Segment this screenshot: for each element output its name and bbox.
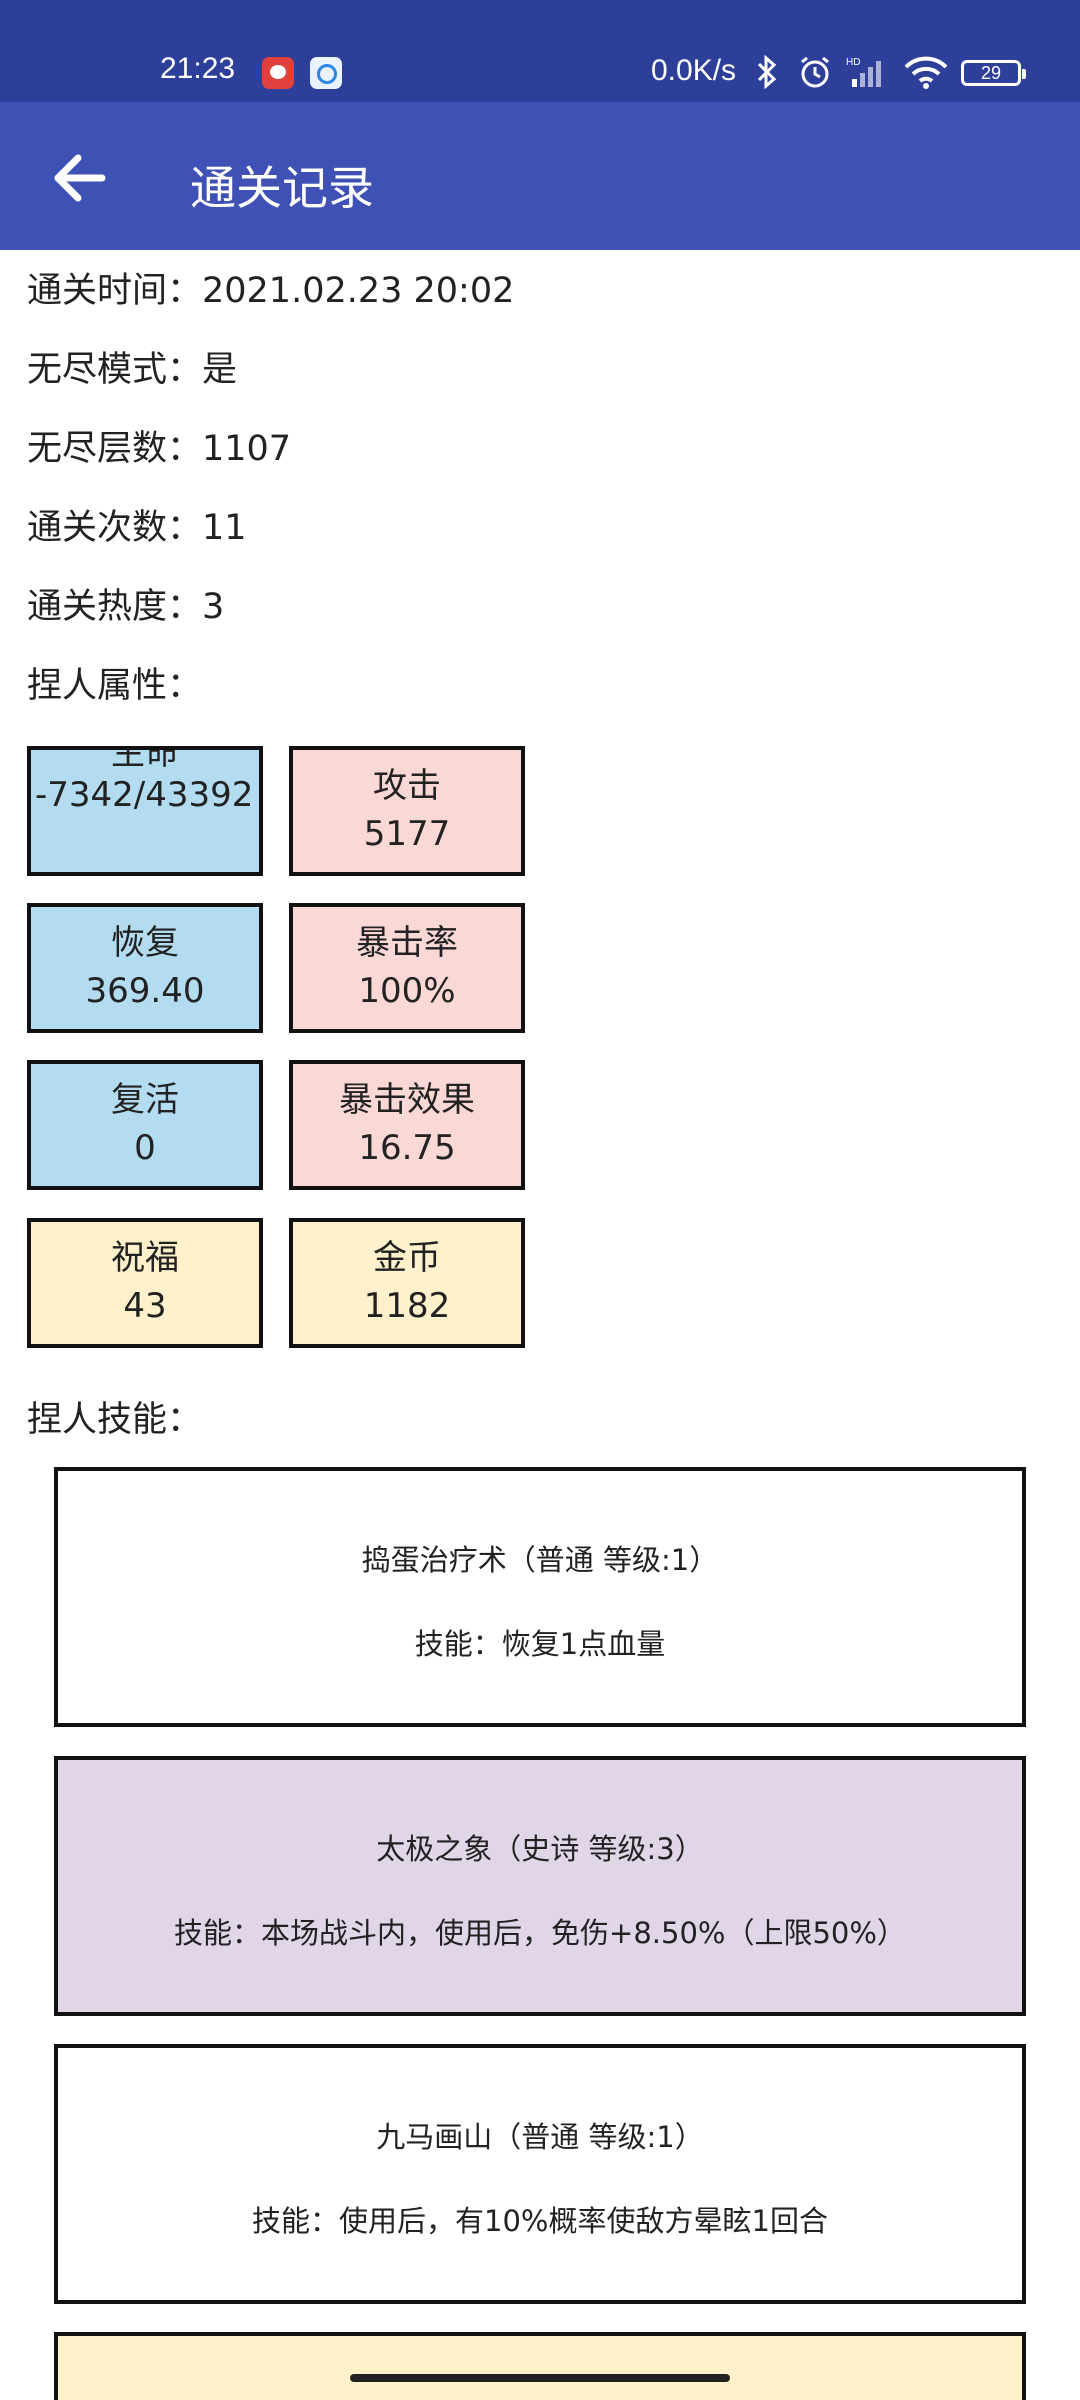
stat-life: 生命 -7342/43392 bbox=[27, 746, 263, 876]
stat-label: 金币 bbox=[373, 1238, 441, 1278]
stat-attack: 攻击 5177 bbox=[289, 746, 525, 876]
skill-description: 技能：恢复1点血量 bbox=[414, 1627, 666, 1661]
stat-value: 43 bbox=[123, 1286, 167, 1326]
skill-card-partial bbox=[54, 2332, 1026, 2400]
clear-time-text: 通关时间：2021.02.23 20:02 bbox=[27, 271, 515, 311]
stat-value: 16.75 bbox=[358, 1128, 456, 1168]
stat-label: 生命 bbox=[111, 746, 179, 773]
skill-description: 技能：本场战斗内，使用后，免伤+8.50%（上限50%） bbox=[174, 1916, 906, 1950]
stat-value: 0 bbox=[134, 1128, 156, 1168]
stat-value: 369.40 bbox=[85, 971, 205, 1011]
skill-name: 太极之象（史诗 等级:3） bbox=[376, 1832, 704, 1866]
skill-description: 技能：使用后，有10%概率使敌方晕眩1回合 bbox=[252, 2204, 828, 2238]
chat-app-icon bbox=[310, 57, 342, 89]
stat-label: 暴击效果 bbox=[339, 1080, 475, 1120]
stat-revive: 复活 0 bbox=[27, 1060, 263, 1190]
stat-gold: 金币 1182 bbox=[289, 1218, 525, 1348]
skill-name: 捣蛋治疗术（普通 等级:1） bbox=[361, 1543, 719, 1577]
skill-card: 九马画山（普通 等级:1） 技能：使用后，有10%概率使敌方晕眩1回合 bbox=[54, 2044, 1026, 2304]
stat-label: 攻击 bbox=[373, 766, 441, 806]
app-bar: 通关记录 bbox=[0, 102, 1080, 250]
stat-value: 1182 bbox=[363, 1286, 451, 1326]
back-button[interactable] bbox=[40, 138, 120, 218]
stat-label: 暴击率 bbox=[356, 923, 458, 963]
skills-heading: 捏人技能： bbox=[27, 1400, 203, 1440]
stat-value: -7342/43392 bbox=[35, 775, 254, 815]
stat-label: 复活 bbox=[111, 1080, 179, 1120]
stat-value: 100% bbox=[358, 971, 456, 1011]
stat-blessing: 祝福 43 bbox=[27, 1218, 263, 1348]
endless-floors-text: 无尽层数：1107 bbox=[27, 429, 292, 469]
bluetooth-icon bbox=[757, 55, 777, 89]
endless-mode-text: 无尽模式：是 bbox=[27, 350, 238, 390]
status-bar: 21:23 0.0K/s HD 29 bbox=[0, 0, 1080, 102]
alarm-icon bbox=[801, 56, 829, 88]
stat-value: 5177 bbox=[363, 814, 451, 854]
stat-recovery: 恢复 369.40 bbox=[27, 903, 263, 1033]
wifi-icon bbox=[904, 56, 948, 89]
app-notification-icon bbox=[262, 57, 294, 89]
clear-count-text: 通关次数：11 bbox=[27, 508, 247, 548]
attributes-heading: 捏人属性： bbox=[27, 666, 203, 706]
skill-card: 太极之象（史诗 等级:3） 技能：本场战斗内，使用后，免伤+8.50%（上限50… bbox=[54, 1756, 1026, 2016]
stat-label: 恢复 bbox=[111, 923, 179, 963]
stat-crit-rate: 暴击率 100% bbox=[289, 903, 525, 1033]
gesture-nav-handle[interactable] bbox=[350, 2374, 730, 2382]
clear-heat-text: 通关热度：3 bbox=[27, 587, 225, 627]
svg-text:HD: HD bbox=[846, 57, 860, 68]
hd-signal-icon: HD bbox=[846, 57, 881, 87]
skill-name: 九马画山（普通 等级:1） bbox=[376, 2120, 704, 2154]
battery-icon: 29 bbox=[961, 60, 1026, 86]
page-title: 通关记录 bbox=[190, 161, 374, 215]
stat-label: 祝福 bbox=[111, 1238, 179, 1278]
back-arrow-icon bbox=[54, 154, 106, 202]
stat-crit-effect: 暴击效果 16.75 bbox=[289, 1060, 525, 1190]
skill-card: 捣蛋治疗术（普通 等级:1） 技能：恢复1点血量 bbox=[54, 1467, 1026, 1727]
status-time: 21:23 bbox=[160, 52, 236, 85]
network-speed: 0.0K/s bbox=[651, 54, 737, 87]
